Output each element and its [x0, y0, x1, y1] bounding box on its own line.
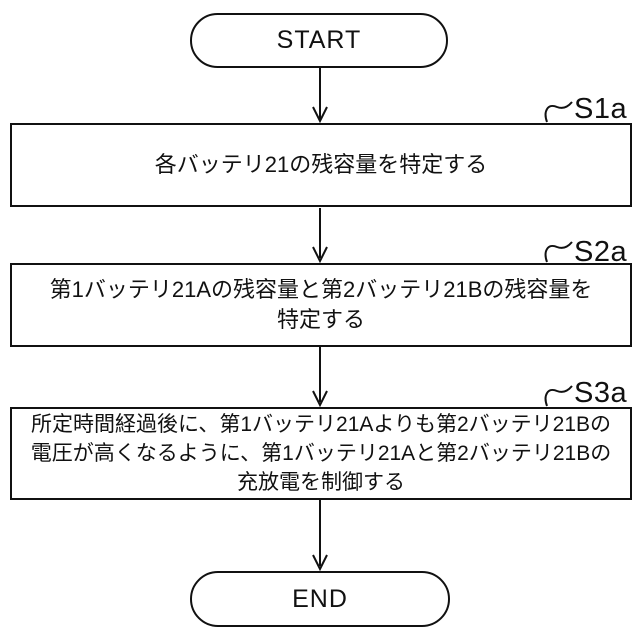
- flow-arrow-s1a-to-s2a: [312, 208, 328, 264]
- end-node-label: END: [292, 584, 348, 613]
- start-node-label: START: [276, 26, 362, 54]
- process-step-s3a-text-line2: 電圧が高くなるように、第1バッテリ21Aと第2バッテリ21Bの: [30, 442, 612, 465]
- reference-leader-s2a: [544, 241, 573, 263]
- process-step-s3a: 所定時間経過後に、第1バッテリ21Aよりも第2バッテリ21Bの 電圧が高くなるよ…: [10, 407, 632, 500]
- step-ref-label-s3a: S3a: [574, 377, 628, 409]
- step-ref-label-s2a: S2a: [574, 236, 628, 268]
- process-step-s2a-text-line1: 第1バッテリ21Aの残容量と第2バッテリ21Bの残容量を: [49, 277, 593, 302]
- reference-leader-s3a: [544, 385, 573, 407]
- process-step-s2a-text-line2: 特定する: [276, 307, 365, 332]
- reference-leader-s1a: [544, 101, 573, 123]
- flow-arrow-start-to-s1a: [312, 68, 328, 124]
- step-ref-label-s1a: S1a: [574, 93, 628, 125]
- process-step-s2a: 第1バッテリ21Aの残容量と第2バッテリ21Bの残容量を 特定する: [10, 263, 632, 347]
- process-step-s1a: 各バッテリ21の残容量を特定する: [10, 123, 632, 207]
- start-node: START: [190, 13, 448, 68]
- flow-arrow-s3a-to-end: [312, 500, 328, 572]
- process-step-s3a-text-line3: 充放電を制御する: [237, 471, 405, 494]
- process-step-s1a-text: 各バッテリ21の残容量を特定する: [154, 152, 488, 177]
- flow-arrow-s2a-to-s3a: [312, 347, 328, 408]
- process-step-s3a-text-line1: 所定時間経過後に、第1バッテリ21Aよりも第2バッテリ21Bの: [30, 413, 612, 436]
- end-node: END: [190, 571, 450, 627]
